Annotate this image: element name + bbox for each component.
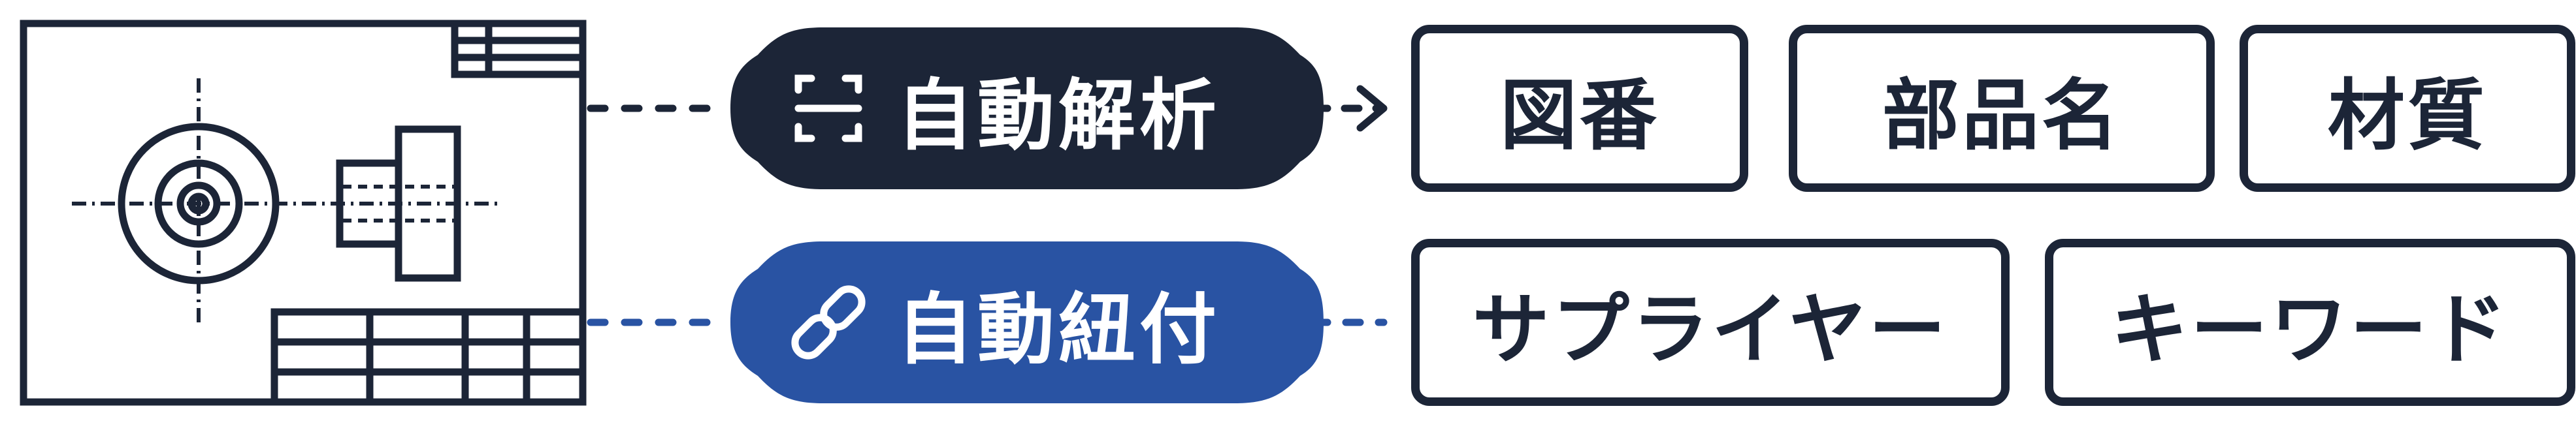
target-supplier-label: サプライヤー — [1472, 284, 1949, 375]
link-icon — [791, 285, 866, 360]
field-material-label: 材質 — [2327, 70, 2487, 161]
field-drawing-number: 図番 — [1411, 25, 1748, 192]
auto-link-pill-shape — [730, 241, 1324, 403]
auto-link-button[interactable]: 自動紐付 — [896, 283, 1220, 375]
auto-analyze-button[interactable]: 自動解析 — [896, 69, 1220, 161]
auto-analyze-pill-shape — [730, 27, 1324, 189]
field-material: 材質 — [2240, 25, 2575, 192]
field-part-name: 部品名 — [1789, 25, 2215, 192]
scan-frame-icon — [794, 74, 862, 142]
target-supplier: サプライヤー — [1411, 239, 2010, 406]
auto-analyze-label: 自動解析 — [896, 70, 1221, 161]
field-drawing-number-label: 図番 — [1499, 70, 1659, 161]
auto-link-label: 自動紐付 — [896, 284, 1221, 375]
target-keyword-label: キーワード — [2110, 284, 2509, 375]
target-keyword: キーワード — [2045, 239, 2575, 406]
field-part-name-label: 部品名 — [1882, 70, 2121, 161]
